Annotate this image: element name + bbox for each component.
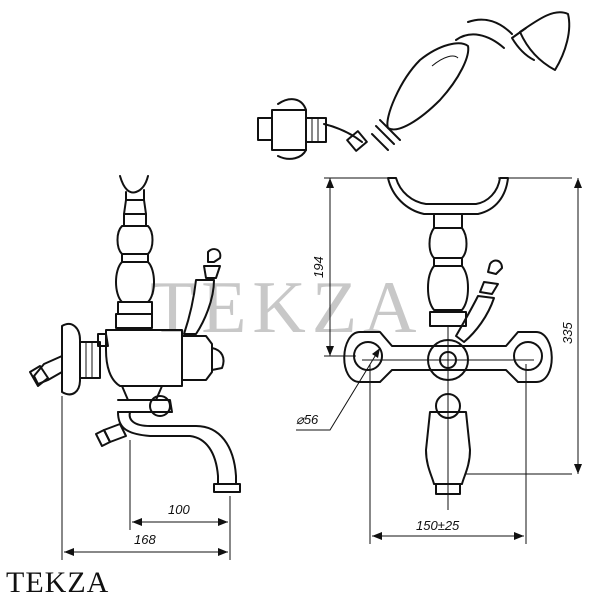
dimension-label-total-height: 335 bbox=[560, 322, 575, 344]
brand-label: TEKZA bbox=[6, 566, 110, 599]
dimension-label-spout: 100 bbox=[168, 502, 190, 517]
dimension-label-diameter: ⌀56 bbox=[296, 412, 319, 427]
side-view bbox=[29, 175, 241, 560]
dimension-label-total-width: 168 bbox=[134, 532, 156, 547]
hand-shower bbox=[257, 11, 571, 160]
dimension-label-upper-height: 194 bbox=[311, 256, 326, 278]
front-view bbox=[296, 177, 582, 544]
dimension-label-spacing: 150±25 bbox=[416, 518, 460, 533]
